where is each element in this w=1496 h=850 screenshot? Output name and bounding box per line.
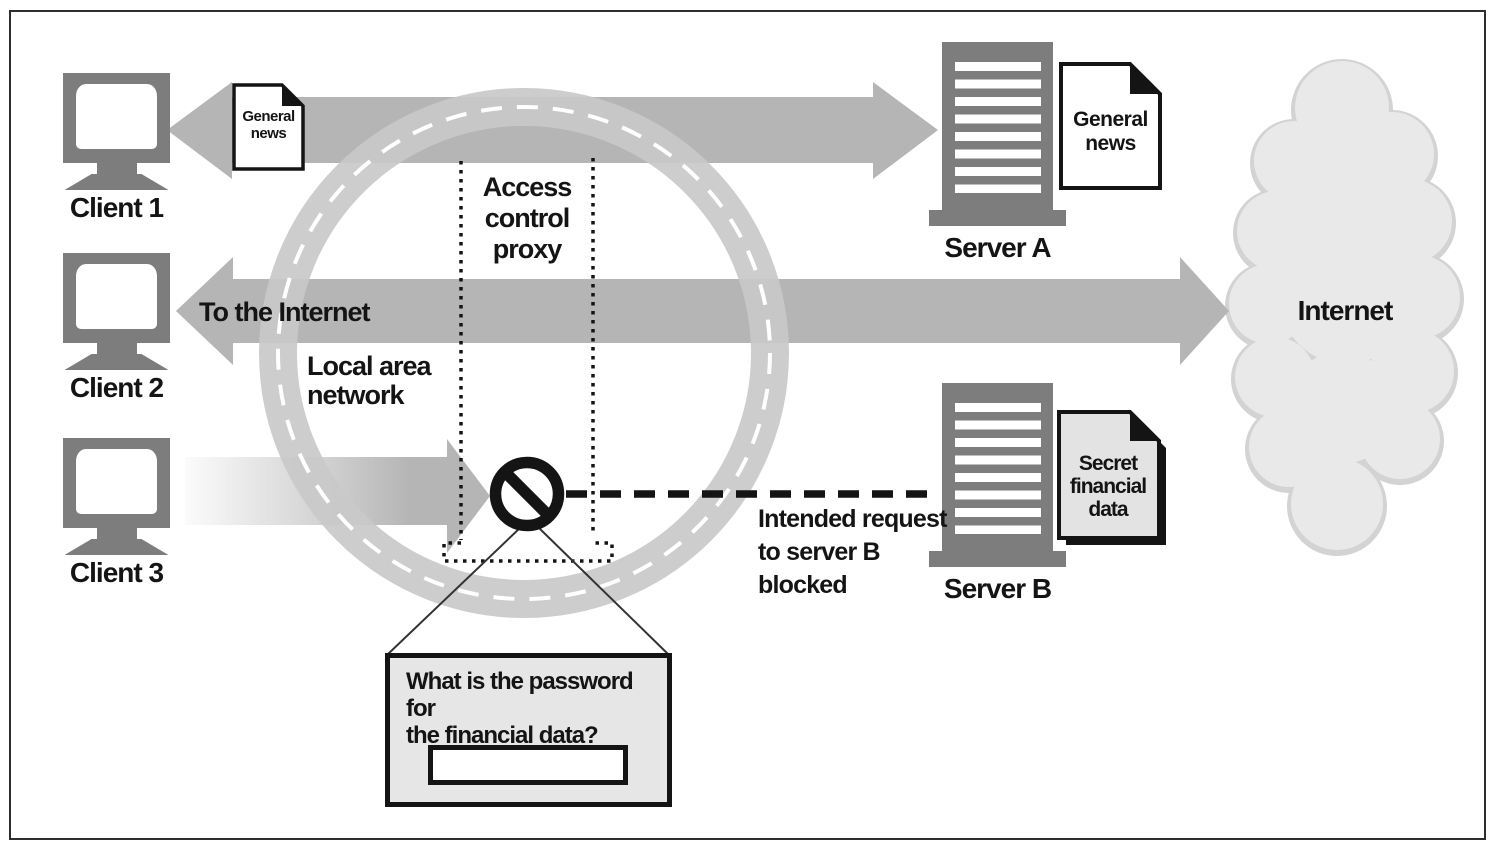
arrow-client2-internet [176, 257, 1229, 365]
no-entry-icon [489, 456, 565, 532]
figure-border [9, 10, 1486, 840]
password-callout-box: What is the password for the financial d… [385, 653, 672, 807]
document-icon [1059, 62, 1162, 190]
document-icon [1057, 410, 1166, 545]
lan-ring [259, 88, 789, 618]
client-1-label: Client 1 [69, 192, 164, 223]
document-secret-financial-data: Secret financial data [1057, 410, 1169, 552]
client-1-monitor-icon [63, 73, 170, 163]
internet-cloud-icon [1225, 59, 1464, 556]
password-input[interactable] [428, 745, 628, 785]
blocked-request-note: Intended request to server B blocked [758, 505, 947, 599]
document-icon [232, 83, 305, 171]
client-3-monitor-icon [63, 438, 170, 528]
client-3-label: Client 3 [69, 557, 164, 588]
local-area-network-label: Local area network [307, 351, 432, 410]
server-a-label: Server A [944, 232, 1051, 263]
document-general-news-client1: General news [232, 83, 305, 171]
client-2-label: Client 2 [69, 372, 164, 403]
client-1: Client 1 [63, 73, 170, 224]
server-b: Server B [929, 383, 1066, 605]
server-a: Server A [929, 42, 1066, 264]
proxy-dotted-outline [442, 158, 614, 563]
server-b-icon [942, 383, 1053, 553]
server-b-label: Server B [943, 573, 1052, 604]
password-question: What is the password for the financial d… [406, 668, 634, 749]
client-2-monitor-icon [63, 253, 170, 343]
document-general-news-serverA: General news [1059, 62, 1162, 190]
client-3: Client 3 [63, 438, 170, 589]
access-control-proxy-label: Access control proxy [482, 172, 573, 264]
client-2: Client 2 [63, 253, 170, 404]
callout-pointer-lines [386, 526, 670, 656]
internet-label: Internet [1297, 295, 1394, 326]
to-the-internet-label: To the Internet [199, 297, 370, 327]
server-a-icon [942, 42, 1053, 212]
